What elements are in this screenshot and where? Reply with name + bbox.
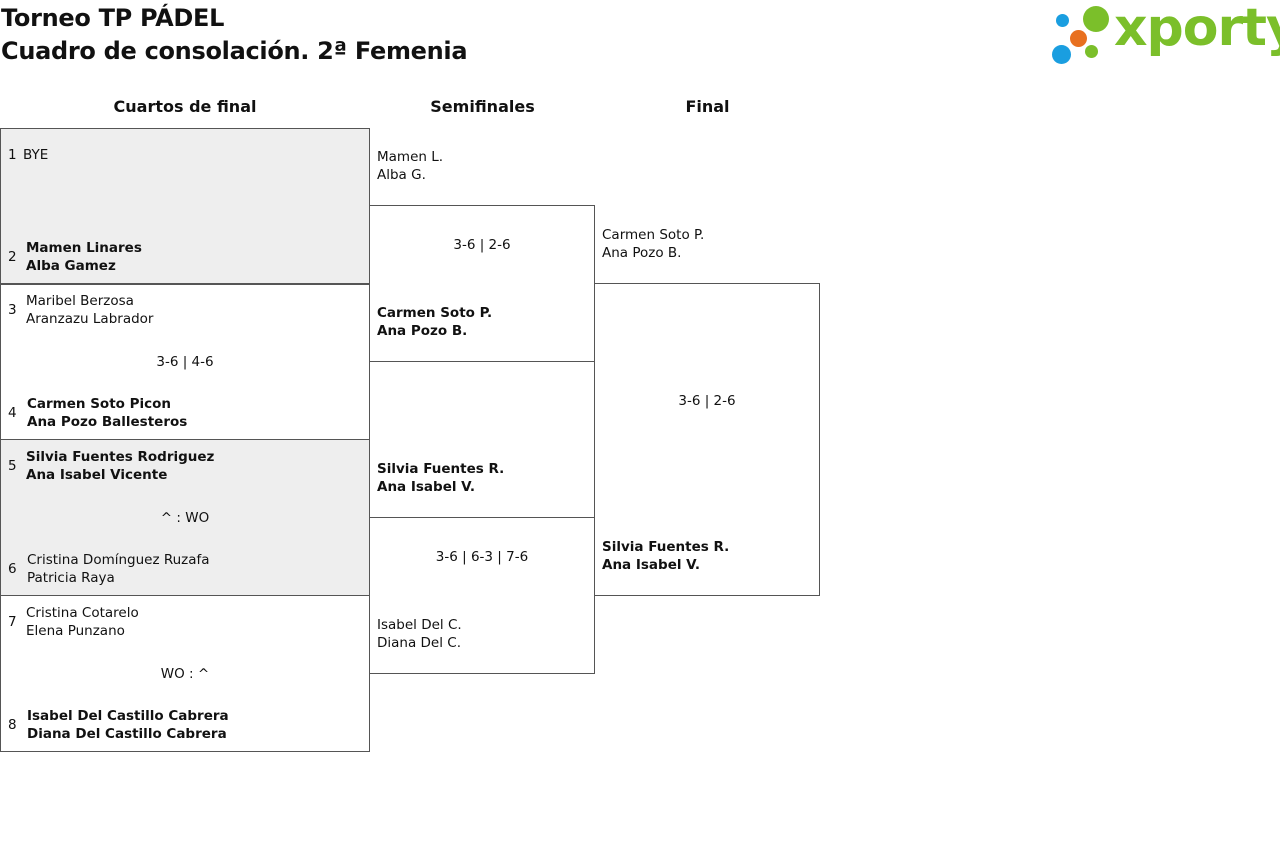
sf2-team-top: Ana Isabel V. — [377, 479, 476, 495]
sf2-team-top: Silvia Fuentes R. — [377, 461, 505, 477]
seed-number: 1 — [8, 147, 17, 163]
sf2-team-bottom: Diana Del C. — [377, 635, 461, 651]
team-name: Silvia Fuentes Rodriguez — [26, 449, 215, 465]
sf-match-2: 3-6 | 6-3 | 7-6 Isabel Del C. Diana Del … — [369, 517, 595, 674]
title-line-1: Torneo TP PÁDEL — [1, 4, 225, 32]
qf-match-1: 1 BYE 2 Mamen Linares Alba Gamez — [0, 128, 370, 285]
team-name: Alba Gamez — [26, 258, 116, 274]
team-name: Ana Pozo Ballesteros — [27, 414, 188, 430]
match-score: 3-6 | 6-3 | 7-6 — [435, 549, 529, 565]
xporty-logo: xporty — [1050, 0, 1280, 66]
final-team-bottom: Ana Isabel V. — [602, 557, 701, 573]
round-header-final: Final — [685, 97, 730, 116]
logo-dot-green-2 — [1085, 45, 1098, 58]
team-name: Elena Punzano — [26, 623, 125, 639]
team-name: Isabel Del Castillo Cabrera — [27, 708, 229, 724]
seed-number: 8 — [8, 717, 17, 733]
match-score: ^ : WO — [160, 510, 210, 526]
team-name: Patricia Raya — [27, 570, 115, 586]
match-score: WO : ^ — [160, 666, 210, 682]
seed-number: 7 — [8, 614, 17, 630]
logo-dot-orange — [1070, 30, 1087, 47]
logo-dot-blue-2 — [1052, 45, 1071, 64]
final-team-top: Ana Pozo B. — [602, 245, 682, 261]
seed-number: 3 — [8, 302, 17, 318]
sf2-team-bottom: Isabel Del C. — [377, 617, 462, 633]
final-team-top: Carmen Soto P. — [602, 227, 705, 243]
round-header-semifinals: Semifinales — [430, 97, 535, 116]
sf1-team-bottom: Carmen Soto P. — [377, 305, 493, 321]
seed-number: 4 — [8, 405, 17, 421]
final-match: 3-6 | 2-6 Silvia Fuentes R. Ana Isabel V… — [594, 283, 820, 596]
match-score: 3-6 | 2-6 — [453, 237, 511, 253]
sf1-team-bottom: Ana Pozo B. — [377, 323, 468, 339]
qf-match-3: 5 Silvia Fuentes Rodriguez Ana Isabel Vi… — [0, 439, 370, 596]
team-name: Cristina Cotarelo — [26, 605, 139, 621]
sf-match-1: 3-6 | 2-6 Carmen Soto P. Ana Pozo B. — [369, 205, 595, 362]
qf-match-2: 3 Maribel Berzosa Aranzazu Labrador 3-6 … — [0, 283, 370, 440]
logo-wordmark: xporty — [1114, 0, 1280, 58]
logo-dot-blue — [1056, 14, 1069, 27]
seed-number: 2 — [8, 249, 17, 265]
team-name: Ana Isabel Vicente — [26, 467, 168, 483]
team-name: Aranzazu Labrador — [26, 311, 154, 327]
team-name: Cristina Domínguez Ruzafa — [27, 552, 210, 568]
title-line-2: Cuadro de consolación. 2ª Femenia — [1, 37, 468, 65]
sf1-team-top: Mamen L. — [377, 149, 444, 165]
match-score: 3-6 | 2-6 — [678, 393, 736, 409]
logo-dot-green — [1083, 6, 1109, 32]
final-team-bottom: Silvia Fuentes R. — [602, 539, 730, 555]
team-name: Diana Del Castillo Cabrera — [27, 726, 227, 742]
team-name: Mamen Linares — [26, 240, 142, 256]
tournament-title: Torneo TP PÁDEL Cuadro de consolación. 2… — [1, 2, 468, 68]
match-score: 3-6 | 4-6 — [156, 354, 214, 370]
round-header-quarterfinals: Cuartos de final — [113, 97, 257, 116]
team-name: BYE — [23, 147, 49, 163]
qf-match-4: 7 Cristina Cotarelo Elena Punzano WO : ^… — [0, 595, 370, 752]
seed-number: 6 — [8, 561, 17, 577]
team-name: Maribel Berzosa — [26, 293, 134, 309]
seed-number: 5 — [8, 458, 17, 474]
team-name: Carmen Soto Picon — [27, 396, 172, 412]
sf1-team-top: Alba G. — [377, 167, 426, 183]
